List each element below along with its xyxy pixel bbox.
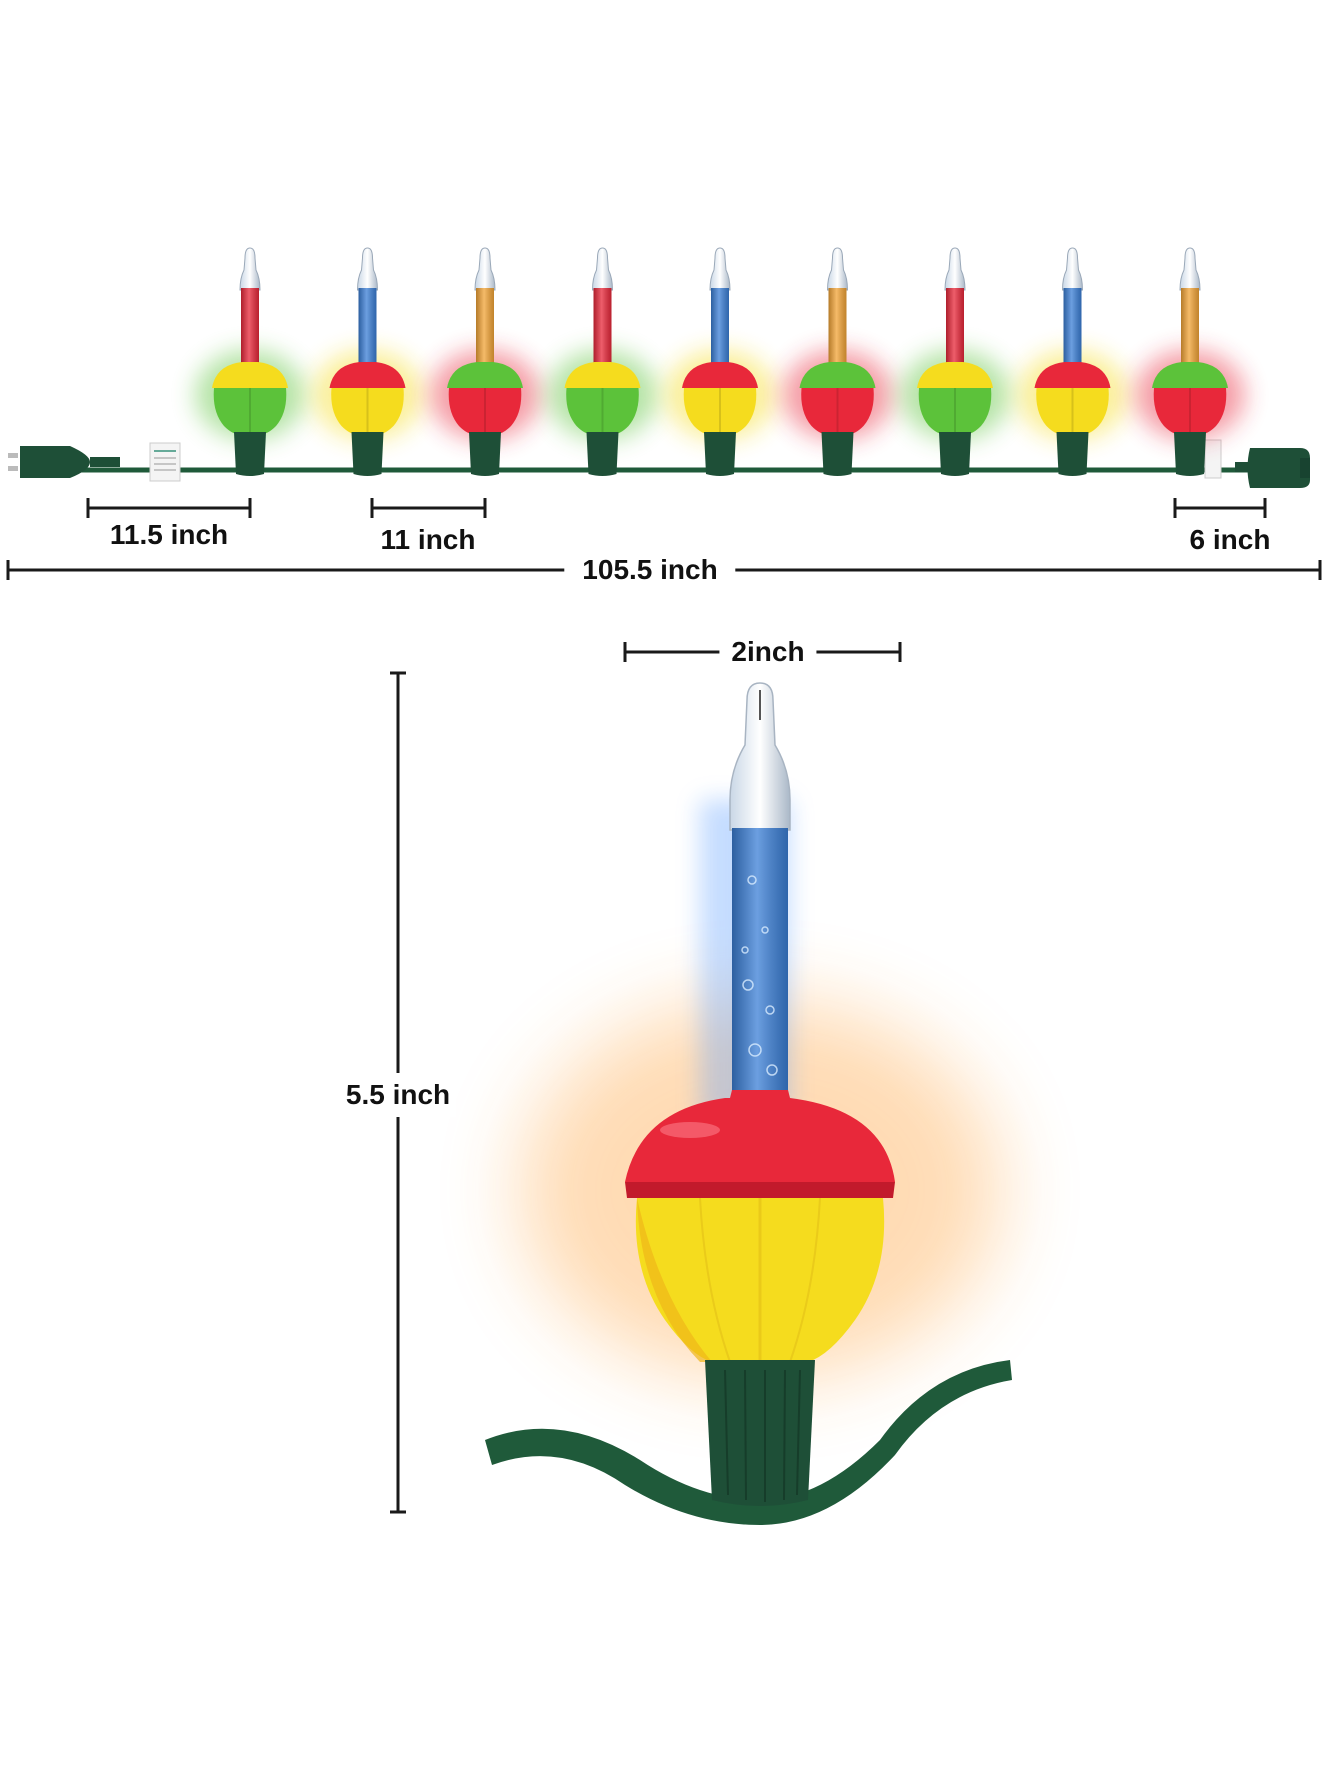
bulb-9: [1135, 247, 1245, 476]
glass-tip: [474, 247, 496, 291]
bulb-body: [683, 388, 757, 434]
bulb-3: [430, 247, 540, 476]
bulb-socket: [469, 432, 501, 476]
bulb-socket: [351, 432, 384, 476]
male-plug-icon: [8, 446, 120, 478]
glass-tip: [356, 247, 379, 291]
bulb-body: [1036, 388, 1109, 434]
bulb-2: [312, 247, 423, 476]
glass-tip: [1061, 247, 1084, 291]
featured-socket: [705, 1360, 815, 1506]
glass-tip: [239, 247, 261, 291]
bulb-body: [801, 388, 874, 434]
bulb-6: [782, 247, 893, 476]
featured-cap: [625, 1090, 895, 1182]
bulb-body: [1153, 388, 1227, 434]
bulb-4: [547, 247, 658, 476]
bulb-cap: [917, 362, 993, 388]
bulb-cap: [212, 362, 288, 388]
bulb-cap: [1152, 362, 1228, 388]
bulb-8: [1017, 247, 1128, 476]
bulb-spacing-label: 11 inch: [372, 526, 484, 554]
bulb-socket: [1174, 432, 1206, 476]
bulb-cap: [329, 362, 406, 388]
featured-wire: [485, 1360, 1012, 1525]
bulb-body: [213, 388, 287, 434]
total-length-label: 105.5 inch: [564, 556, 736, 584]
tail-spacing-line: [1173, 498, 1267, 518]
label-tag: [149, 439, 1222, 482]
glass-tip: [591, 247, 614, 291]
glass-tip: [826, 247, 849, 291]
bulb-socket: [234, 432, 266, 476]
bulb-cap: [447, 362, 523, 388]
bulb-socket: [1056, 432, 1089, 476]
bulb-body: [331, 388, 404, 434]
bulb-spacing-line: [370, 498, 487, 518]
bulb-row: [195, 247, 1245, 476]
lead-spacing-label: 11.5 inch: [101, 521, 237, 549]
bulb-cap: [1034, 362, 1111, 388]
bulb-socket: [586, 432, 619, 476]
bulb-socket: [704, 432, 736, 476]
glass-tip: [1179, 247, 1201, 291]
glass-tip: [709, 247, 731, 291]
female-plug-icon: [1235, 448, 1310, 488]
bulb-cap: [682, 362, 758, 388]
bulb-socket: [939, 432, 971, 476]
bulb-cap: [799, 362, 876, 388]
light-string: [8, 439, 1310, 488]
bulb-socket: [821, 432, 854, 476]
bulb-width-label: 2inch: [719, 638, 817, 666]
bulb-body: [566, 388, 639, 434]
glass-tip: [944, 247, 966, 291]
bulb-7: [900, 247, 1010, 476]
bulb-body: [448, 388, 522, 434]
bulb-1: [195, 247, 305, 476]
bulb-cap: [564, 362, 641, 388]
bulb-5: [665, 247, 775, 476]
featured-bulb: [485, 682, 1012, 1525]
bulb-height-label: 5.5 inch: [339, 1073, 457, 1117]
lead-spacing-line: [86, 498, 252, 518]
bulb-body: [918, 388, 992, 434]
tail-spacing-label: 6 inch: [1181, 526, 1279, 554]
